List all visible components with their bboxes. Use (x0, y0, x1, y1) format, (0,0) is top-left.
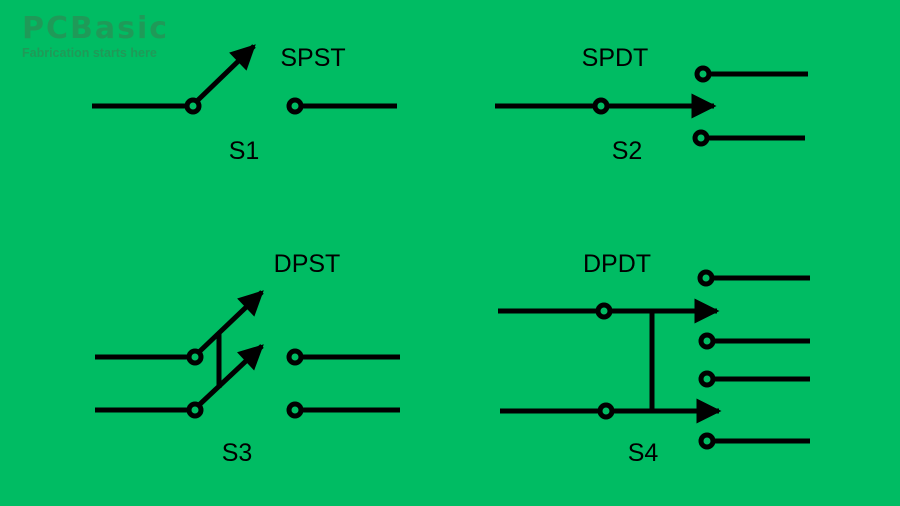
spst-symbol (92, 44, 397, 115)
logo-tagline: Fabrication starts here (22, 46, 157, 60)
s1-label: S1 (229, 137, 260, 165)
logo-brand: PCBasic (22, 11, 170, 46)
dpdt-label: DPDT (583, 250, 651, 278)
spdt-symbol (495, 65, 808, 147)
dpst-symbol (95, 290, 400, 419)
s4-label: S4 (628, 439, 659, 467)
dpdt-symbol (498, 269, 810, 450)
dpst-label: DPST (274, 250, 341, 278)
spst-label: SPST (280, 44, 345, 72)
s2-label: S2 (612, 137, 643, 165)
pcbasic-logo: PCBasic Fabrication starts here (22, 11, 170, 61)
s3-label: S3 (222, 439, 253, 467)
spdt-label: SPDT (582, 44, 649, 72)
